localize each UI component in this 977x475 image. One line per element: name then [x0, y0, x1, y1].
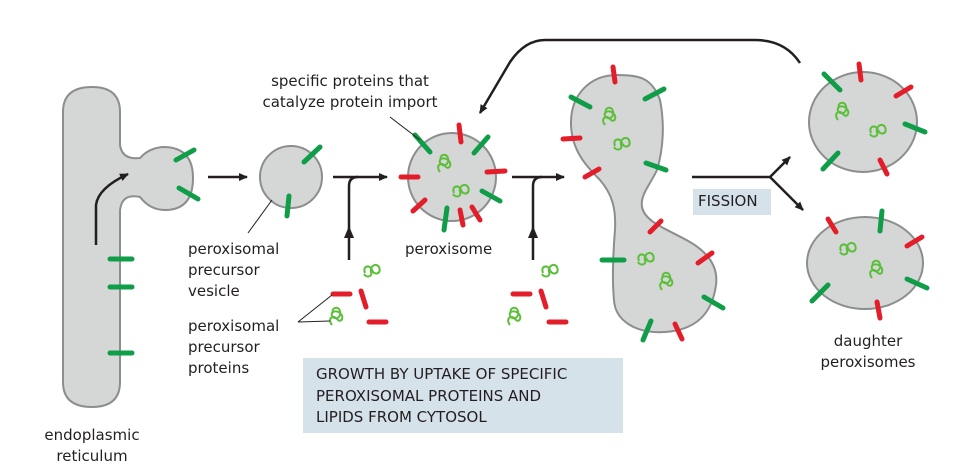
peroxisome [389, 116, 508, 233]
peroxisome-label: peroxisome [405, 240, 493, 258]
label-line: reticulum [56, 447, 128, 465]
precursor-proteins-group-2 [507, 263, 569, 326]
box-line: LIPIDS FROM CYTOSOL [316, 408, 487, 426]
label-line: endoplasmic [44, 426, 140, 444]
budding-arrow [94, 172, 129, 245]
endoplasmic-reticulum [62, 85, 201, 409]
vesicle-leader-line [247, 199, 273, 234]
label-line: precursor [188, 338, 260, 356]
daughter-peroxisome-1 [808, 61, 928, 177]
label-line: vesicle [188, 282, 240, 300]
label-line: precursor [188, 261, 260, 279]
precursor-vesicle [247, 144, 323, 234]
label-line: peroxisomal [188, 240, 280, 258]
daughter-return-arrow [478, 38, 802, 114]
label-line: proteins [188, 359, 250, 377]
label-line: peroxisomes [820, 353, 916, 371]
daughter-label: daughter peroxisomes [798, 331, 938, 373]
daughter-peroxisome-2 [806, 208, 930, 321]
fission-arrow-up [692, 156, 791, 179]
er-label: endoplasmic reticulum [22, 425, 162, 467]
label-line: specific proteins that [271, 72, 429, 90]
uptake-arrowhead-icon [344, 226, 354, 238]
dividing-peroxisome [560, 64, 726, 343]
fission-box: FISSION [693, 189, 771, 215]
import-proteins-leader-line [389, 116, 421, 141]
import-protein-mark [176, 185, 201, 202]
uptake-arrowhead-icon [528, 226, 538, 238]
label-line: catalyze protein import [262, 93, 438, 111]
import-proteins-label: specific proteins that catalyze protein … [255, 71, 445, 113]
uptake-arrow-2 [531, 175, 543, 260]
label-line: peroxisomal [188, 317, 280, 335]
box-line: PEROXISOMAL PROTEINS AND [316, 386, 542, 405]
uptake-arrow [347, 175, 359, 260]
precursor-proteins-label: peroxisomal precursor proteins [188, 316, 279, 379]
label-line: daughter [833, 332, 903, 350]
import-protein-mark [173, 147, 197, 163]
growth-box: GROWTH BY UPTAKE OF SPECIFIC PEROXISOMAL… [303, 358, 623, 433]
box-line: GROWTH BY UPTAKE OF SPECIFIC [316, 365, 568, 383]
fission-arrow-down [769, 176, 804, 211]
precursor-vesicle-label: peroxisomal precursor vesicle [188, 239, 279, 302]
precursor-proteins-group [297, 263, 389, 326]
